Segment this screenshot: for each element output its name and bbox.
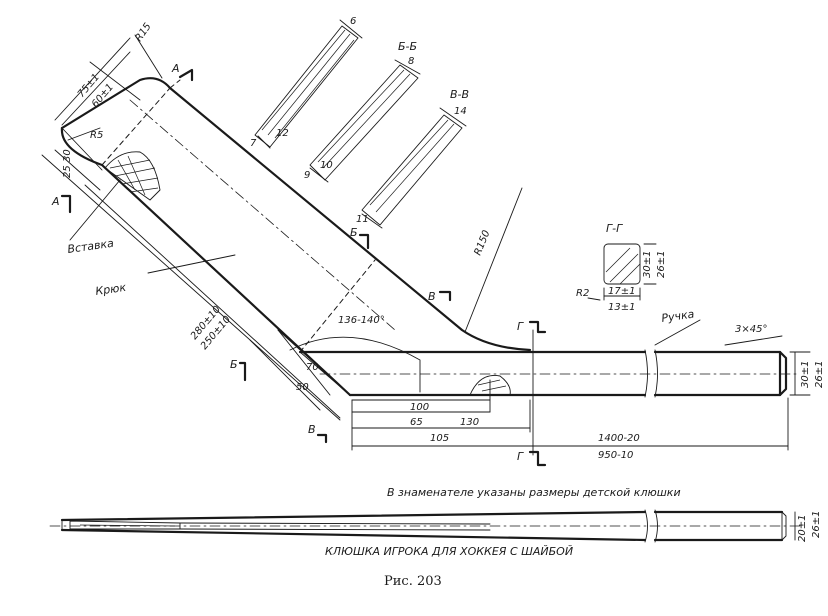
section-label-b-low: Б: [230, 358, 238, 371]
side-view: [49, 509, 801, 543]
dim-17: 17±1: [608, 286, 635, 297]
dim-chamfer: 3×45°: [735, 324, 767, 335]
section-label-v-mid: В: [428, 290, 436, 303]
dim-30b: 30±1: [642, 251, 653, 278]
shaft: [298, 349, 801, 398]
section-label-b-mid: Б: [350, 226, 358, 239]
dim-s7: 7: [250, 138, 257, 149]
insert-hatch: [104, 151, 161, 201]
heel-ext: [277, 329, 351, 396]
blade-outline: [60, 77, 532, 397]
dim-30: 30: [62, 149, 73, 162]
dim-r150: R150: [473, 229, 493, 257]
section-title-vv: В-В: [450, 88, 469, 101]
dim-100: 100: [410, 402, 429, 413]
dim-50: 50: [296, 382, 309, 393]
dim-bot20: 20±1: [797, 515, 808, 542]
section-view-g: [603, 243, 657, 301]
section-label-v-low: В: [308, 423, 316, 436]
dim-s11: 11: [356, 214, 369, 225]
section-label-a-left: A: [51, 195, 60, 208]
dim-s14: 14: [454, 106, 467, 117]
dim-s6: 6: [350, 16, 356, 27]
label-hook: Крюк: [95, 281, 128, 298]
section-title-gg: Г-Г: [606, 222, 623, 235]
dim-s9: 9: [304, 170, 310, 181]
projection-line: [299, 259, 376, 353]
dim-end30: 30±1: [800, 361, 811, 388]
drawing-title: КЛЮШКА ИГРОКА ДЛЯ ХОККЕЯ С ШАЙБОЙ: [325, 545, 573, 558]
dim-r2: R2: [576, 288, 589, 299]
dim-1400: 1400-20: [598, 433, 640, 444]
section-view-v: [361, 107, 467, 229]
section-view-a: [254, 19, 363, 149]
blade-centerline: [129, 99, 396, 331]
dim-70: 70: [306, 362, 319, 373]
dim-950: 950-10: [598, 450, 633, 461]
dim-r15: R15: [133, 21, 153, 43]
section-label-g-top: Г: [517, 320, 524, 333]
dim-s10: 10: [320, 160, 333, 171]
section-label-g-bottom: Г: [517, 450, 524, 463]
note-text: В знаменателе указаны размеры детской кл…: [387, 486, 681, 499]
dim-bot26: 26±1: [811, 511, 822, 538]
dim-s8: 8: [408, 56, 414, 67]
label-handle: Ручка: [661, 307, 696, 325]
dim-s12: 12: [276, 128, 289, 139]
dim-r5: R5: [90, 130, 103, 141]
section-title-bb: Б-Б: [398, 40, 417, 53]
figure-caption: Рис. 203: [384, 574, 442, 589]
dim-13: 13±1: [608, 302, 635, 313]
dimension-lines: [41, 34, 811, 451]
dim-angle: 136-140°: [338, 315, 385, 326]
dim-end26: 26±1: [814, 361, 825, 388]
dim-130: 130: [460, 417, 479, 428]
label-insert: Вставка: [67, 237, 115, 256]
dim-26: 26±1: [656, 251, 667, 278]
dim-25: 25: [62, 165, 73, 178]
section-label-a-top: A: [171, 62, 180, 75]
dim-105: 105: [430, 433, 449, 444]
section-view-b: [309, 59, 421, 183]
dim-65: 65: [410, 417, 423, 428]
section-markers: [60, 68, 547, 467]
